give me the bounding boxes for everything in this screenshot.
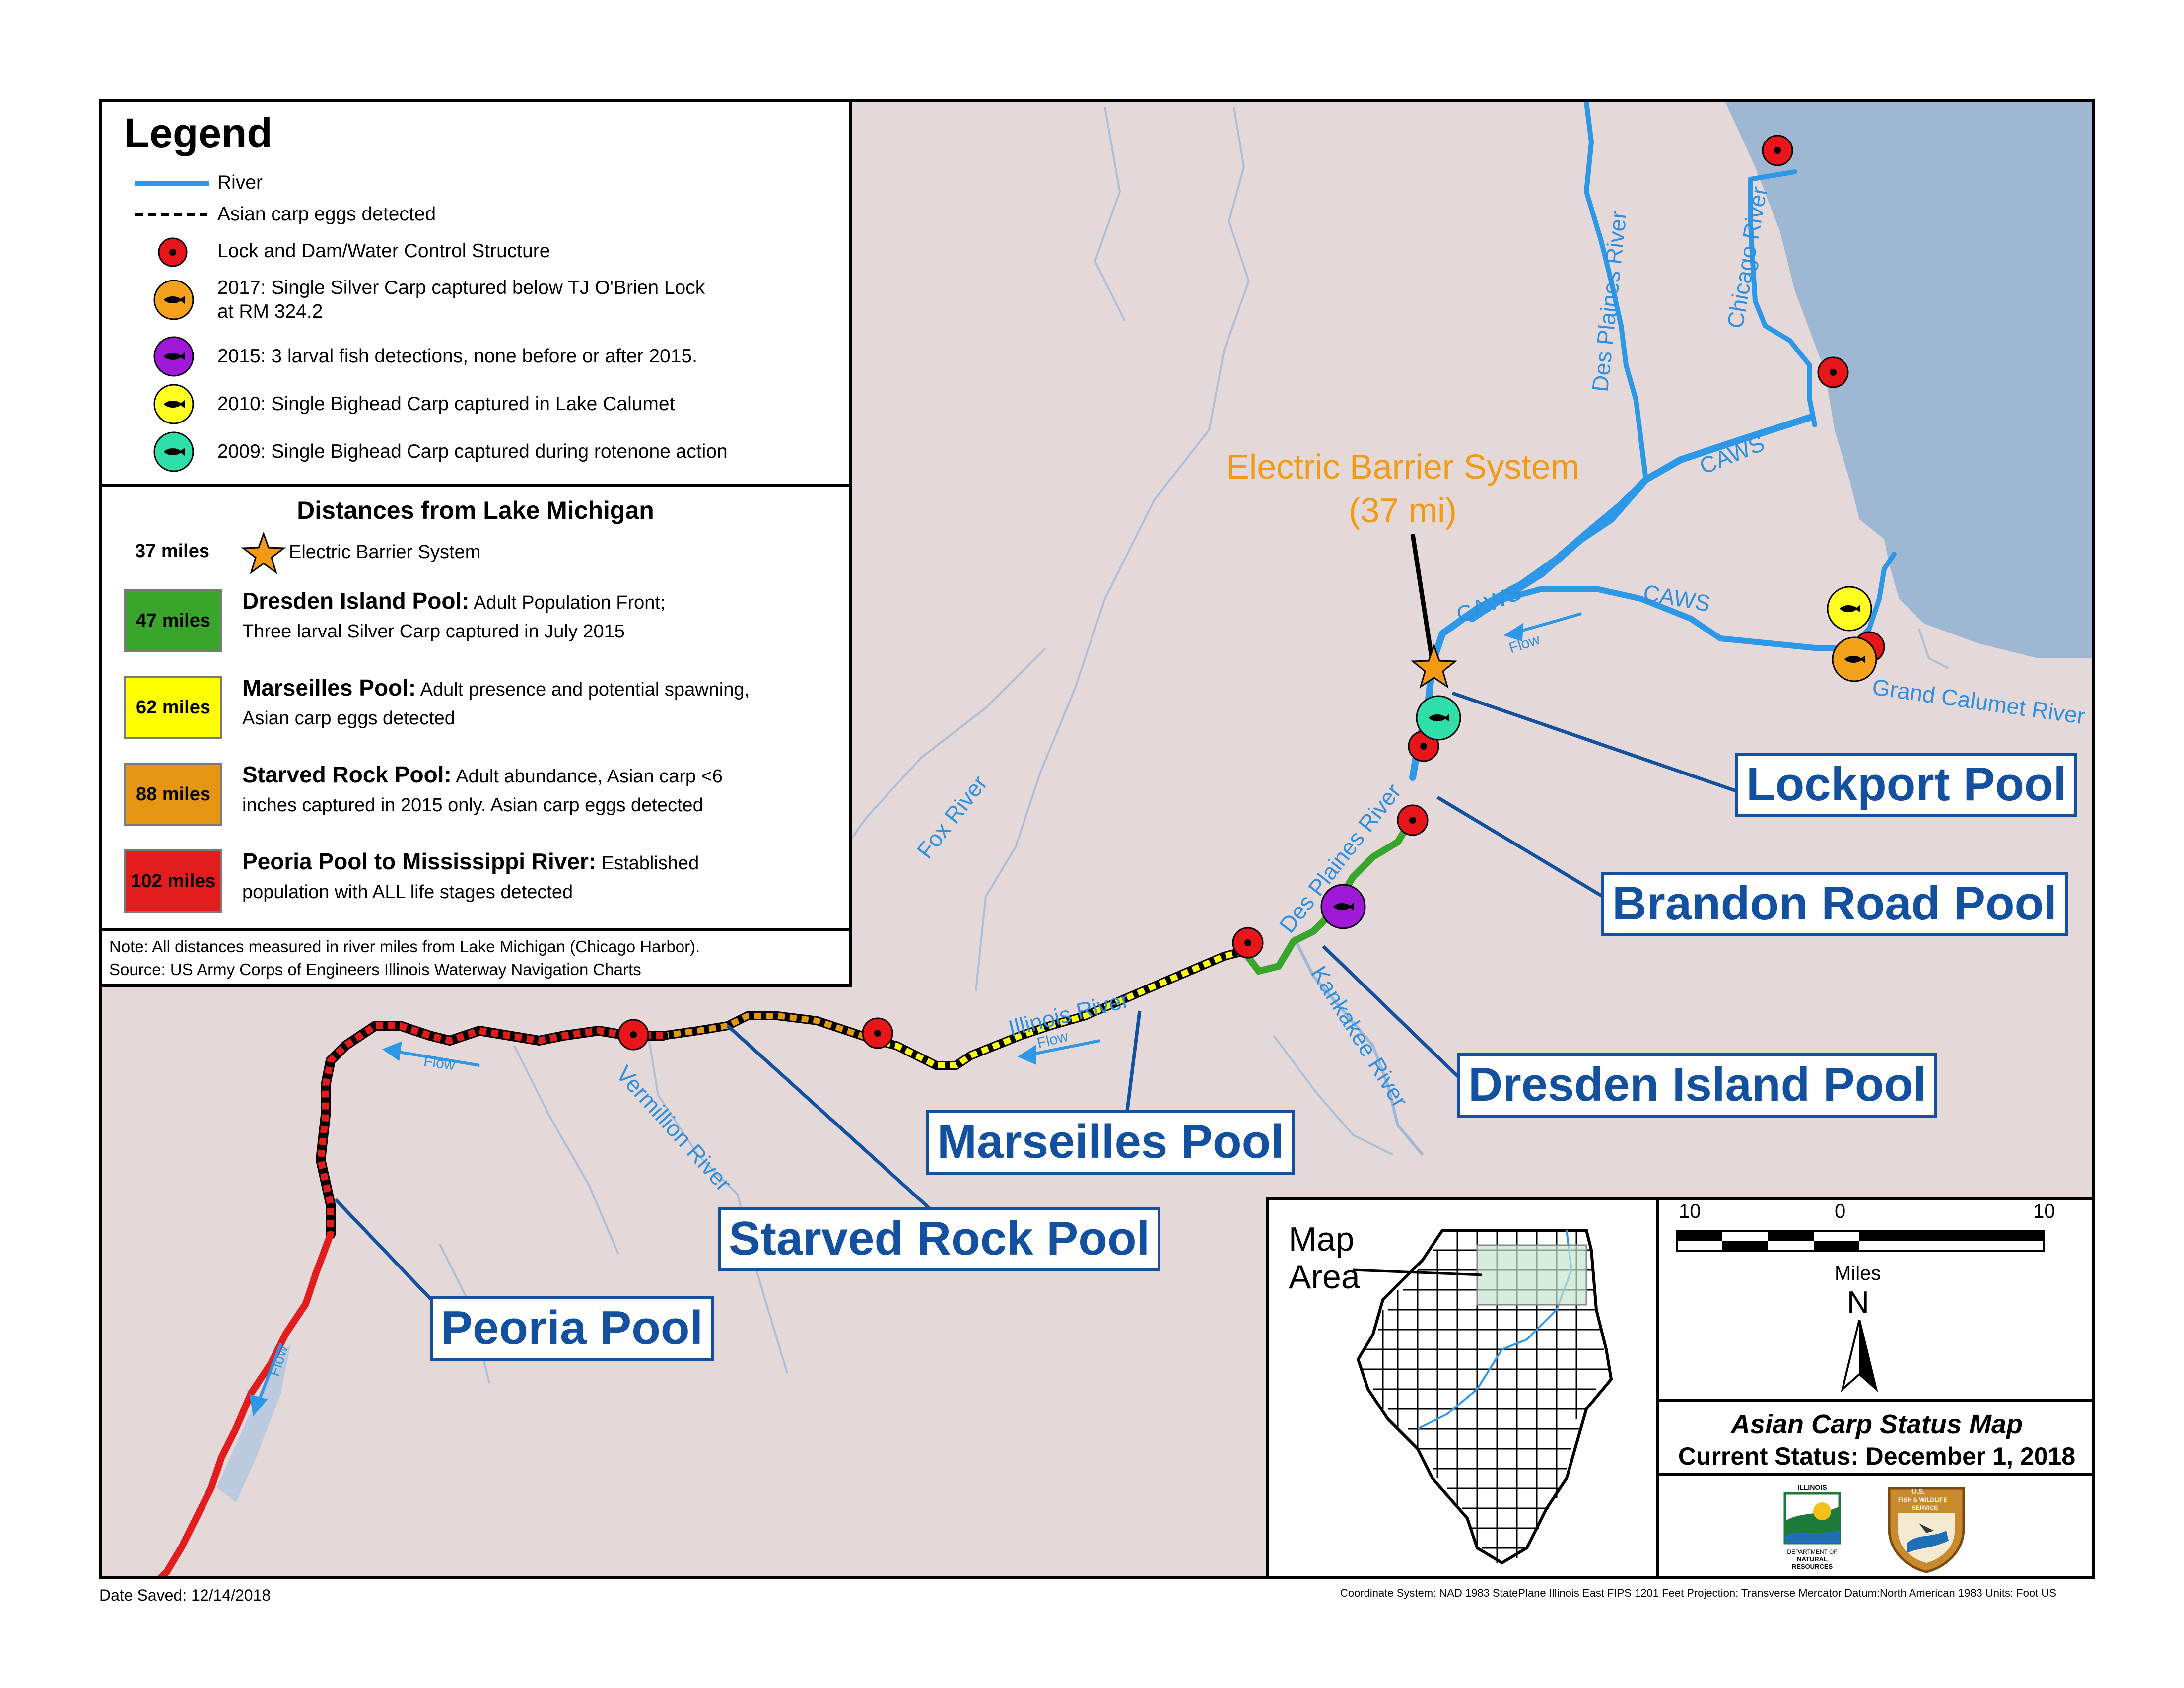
electric-barrier-star[interactable] [1410,643,1458,689]
map-area-label: Map Area [1289,1220,1360,1296]
mississippi-stretch [158,1231,334,1576]
status-date: Current Status: December 1, 2018 [1678,1442,2076,1470]
dashed-line-icon [135,213,209,216]
scale-left-label: 10 [1679,1200,1701,1222]
north-label: N [1847,1285,1869,1320]
orange-fish-marker[interactable] [1832,636,1877,682]
lock-dam-marker[interactable] [1762,135,1793,166]
scale-bar [1676,1230,2045,1252]
lock-dam-marker[interactable] [617,1019,649,1051]
legend-title: Legend [124,110,273,156]
marseilles-miles-badge: 62 miles [124,676,222,739]
scale-mid-label: 0 [1835,1200,1846,1222]
dresden-island-pool-label: Dresden Island Pool [1457,1053,1937,1118]
usfws-logo-text-3: SERVICE [1912,1504,1938,1511]
illinois-locator-map [1353,1229,1613,1565]
minor-tributaries [439,107,1949,1384]
lock-dam-marker[interactable] [1397,804,1429,836]
map-area-box [1476,1244,1587,1306]
lake-michigan [1725,102,2092,658]
yellow-fish-icon [153,384,194,424]
note-line-2: Source: US Army Corps of Engineers Illin… [109,960,641,979]
distances-panel: Distances from Lake Michigan 37 miles El… [99,484,852,931]
barrier-pointer-line [1410,534,1435,664]
marseilles-desc: Marseilles Pool: Adult presence and pote… [242,675,750,729]
lock-dam-marker[interactable] [1232,927,1264,959]
barrier-star-icon [241,532,286,574]
marseilles-pool-label: Marseilles Pool [926,1110,1295,1175]
idnr-emblem-icon [1783,1492,1841,1545]
starved-rock-miles-badge: 88 miles [124,763,222,826]
lock-dam-icon [158,237,188,267]
dresden-pool-river [1240,814,1416,975]
lock-dam-marker[interactable] [862,1017,893,1049]
ebs-label: Electric Barrier System [289,542,481,563]
peoria-pool-label: Peoria Pool [430,1296,714,1361]
peoria-desc: Peoria Pool to Mississippi River: Establ… [242,848,699,903]
teal-fish-marker[interactable] [1416,695,1461,741]
yellow-fish-marker[interactable] [1827,586,1872,632]
electric-barrier-distance: (37 mi) [1349,491,1457,530]
note-panel: Note: All distances measured in river mi… [99,928,852,987]
orange-fish-icon [153,280,194,320]
scale-right-label: 10 [2033,1200,2055,1222]
usfws-logo-text-2: FISH & WILDLIFE [1898,1496,1948,1503]
inset-hrule-1 [1656,1399,2095,1402]
teal-fish-icon [153,431,194,472]
usfws-logo-text-1: U.S. [1911,1487,1925,1495]
fish-markers [1320,586,1877,929]
starved-rock-pool-eggs [663,1013,878,1044]
purple-fish-marker[interactable] [1320,884,1366,929]
dresden-desc: Dresden Island Pool: Adult Population Fr… [242,588,666,642]
dresden-miles-badge: 47 miles [124,589,222,652]
pool-leader-lines [334,691,1741,1315]
idnr-logo: ILLINOIS DEPARTMENT OF NATURAL RESOURCES [1780,1483,1844,1573]
note-line-1: Note: All distances measured in river mi… [109,937,700,956]
peoria-miles-badge: 102 miles [124,849,222,913]
date-saved: Date Saved: 12/14/2018 [99,1586,271,1604]
kankakee-river [1292,935,1424,1156]
starved-rock-desc: Starved Rock Pool: Adult abundance, Asia… [242,762,723,816]
starved-rock-pool-label: Starved Rock Pool [718,1207,1161,1271]
map-area-pointer [1353,1268,1483,1276]
inset-divider [1656,1200,1659,1576]
lock-dam-marker[interactable] [1817,356,1849,388]
usfws-logo [1888,1487,1965,1573]
ebs-miles: 37 miles [135,541,209,562]
scale-units-label: Miles [1835,1263,1881,1284]
electric-barrier-name: Electric Barrier System [1226,447,1579,486]
inset-hrule-2 [1656,1473,2095,1476]
peoria-pool-eggs [317,1022,663,1234]
distances-heading: Distances from Lake Michigan [297,496,654,524]
brandon-road-pool-label: Brandon Road Pool [1601,872,2068,936]
river-line-icon [135,181,209,186]
north-arrow-icon [1841,1320,1878,1392]
coordinate-system: Coordinate System: NAD 1983 StatePlane I… [1340,1587,2056,1599]
inset-panel: Map Area 10 0 10 Miles N Asian Carp Stat… [1266,1197,2095,1579]
status-map-title: Asian Carp Status Map [1730,1409,2023,1439]
marseilles-pool-eggs [876,948,1245,1068]
lockport-pool-label: Lockport Pool [1735,753,2078,817]
reservoir [216,1343,291,1502]
electric-barrier-title: Electric Barrier System (37 mi) [1214,445,1591,532]
legend-panel: Legend River Asian carp eggs detected Lo… [99,99,852,487]
flow-arrows [249,612,1582,1416]
purple-fish-icon [153,336,194,377]
